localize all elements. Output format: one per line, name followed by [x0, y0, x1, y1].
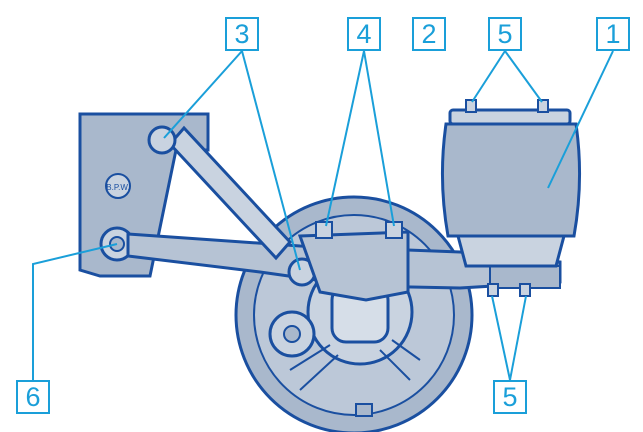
leader-6 [32, 243, 118, 380]
leader-1 [547, 50, 614, 189]
leader-5d [509, 295, 527, 381]
stud-left [465, 99, 477, 113]
leader-5c [491, 295, 511, 381]
leader-3b [241, 50, 301, 271]
leader-4a [325, 50, 365, 227]
leader-lines [32, 50, 614, 381]
callout-6: 6 [16, 380, 50, 414]
air-spring [440, 99, 582, 297]
leader-5b [504, 50, 543, 103]
air-spring-piston [456, 234, 566, 268]
air-spring-bellow [440, 122, 582, 238]
leader-5a [471, 50, 506, 103]
shock-body [167, 125, 293, 261]
drum-ribs [289, 339, 421, 391]
callout-5-top: 5 [488, 17, 522, 51]
drum-inspection-clip [355, 403, 373, 417]
shock-absorber [147, 125, 317, 287]
callout-2: 2 [412, 17, 446, 51]
callout-5-bottom: 5 [493, 380, 527, 414]
logo-text: B.P.W. [106, 183, 129, 192]
bolt-bottom-left [487, 283, 499, 297]
callout-3: 3 [225, 17, 259, 51]
leader-4b [363, 50, 395, 227]
slack-adjuster-center [283, 325, 301, 343]
bolt-bottom-right [519, 283, 531, 297]
logo-badge [105, 173, 131, 199]
clamp-nut-left [315, 221, 333, 239]
stud-right [537, 99, 549, 113]
leader-3a [163, 50, 243, 139]
callout-1: 1 [596, 17, 630, 51]
callout-4: 4 [347, 17, 381, 51]
